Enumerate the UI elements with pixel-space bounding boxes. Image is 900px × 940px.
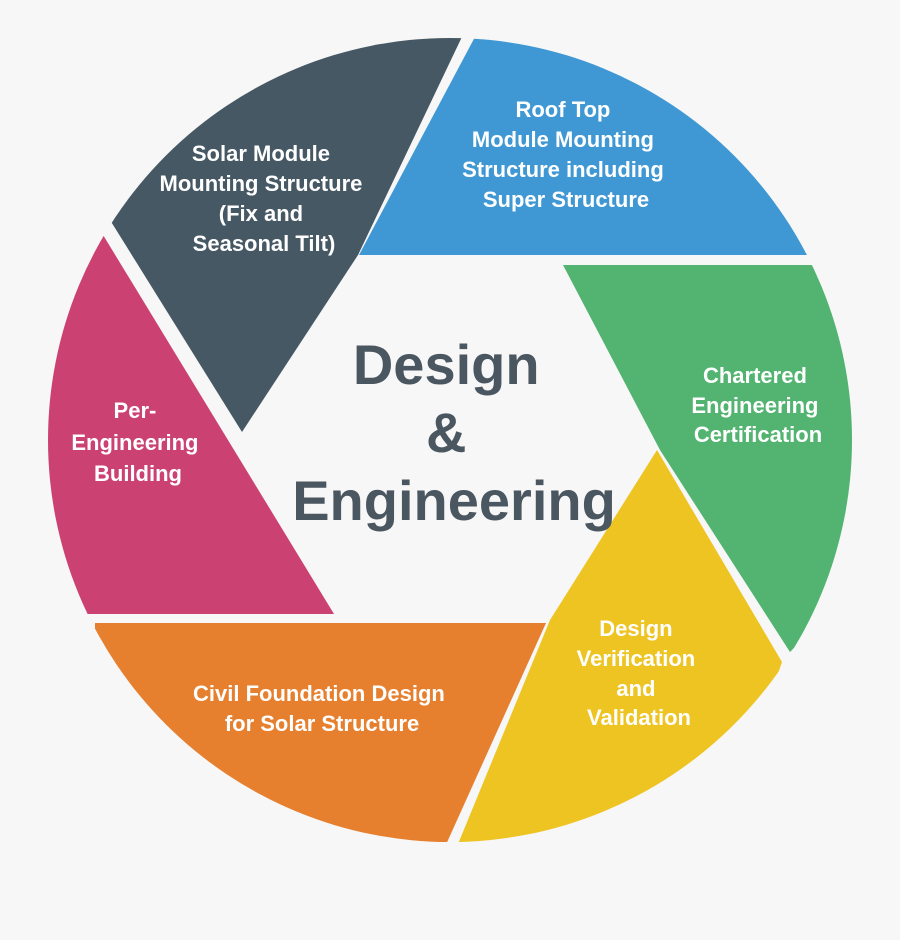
- segment-chartered-label: Chartered Engineering Certification: [691, 363, 824, 447]
- segment-solar-module-label: Solar Module Mounting Structure (Fix and…: [160, 141, 369, 256]
- segment-civil-foundation-shape: [95, 623, 546, 842]
- segment-per-engineering: Per- Engineering Building: [48, 230, 334, 614]
- segment-roof-top-label: Roof Top Module Mounting Structure inclu…: [462, 97, 670, 212]
- segment-civil-foundation: Civil Foundation Design for Solar Struct…: [95, 623, 546, 842]
- center-title: Design & Engineering: [292, 333, 616, 532]
- segment-chartered-shape: [563, 265, 852, 652]
- segment-chartered: Chartered Engineering Certification: [563, 265, 852, 652]
- segment-design-verification-label: Design Verification and Validation: [577, 616, 702, 730]
- segment-civil-foundation-label: Civil Foundation Design for Solar Struct…: [193, 681, 451, 736]
- segment-per-engineering-label: Per- Engineering Building: [71, 398, 204, 486]
- segment-per-engineering-shape: [48, 230, 334, 614]
